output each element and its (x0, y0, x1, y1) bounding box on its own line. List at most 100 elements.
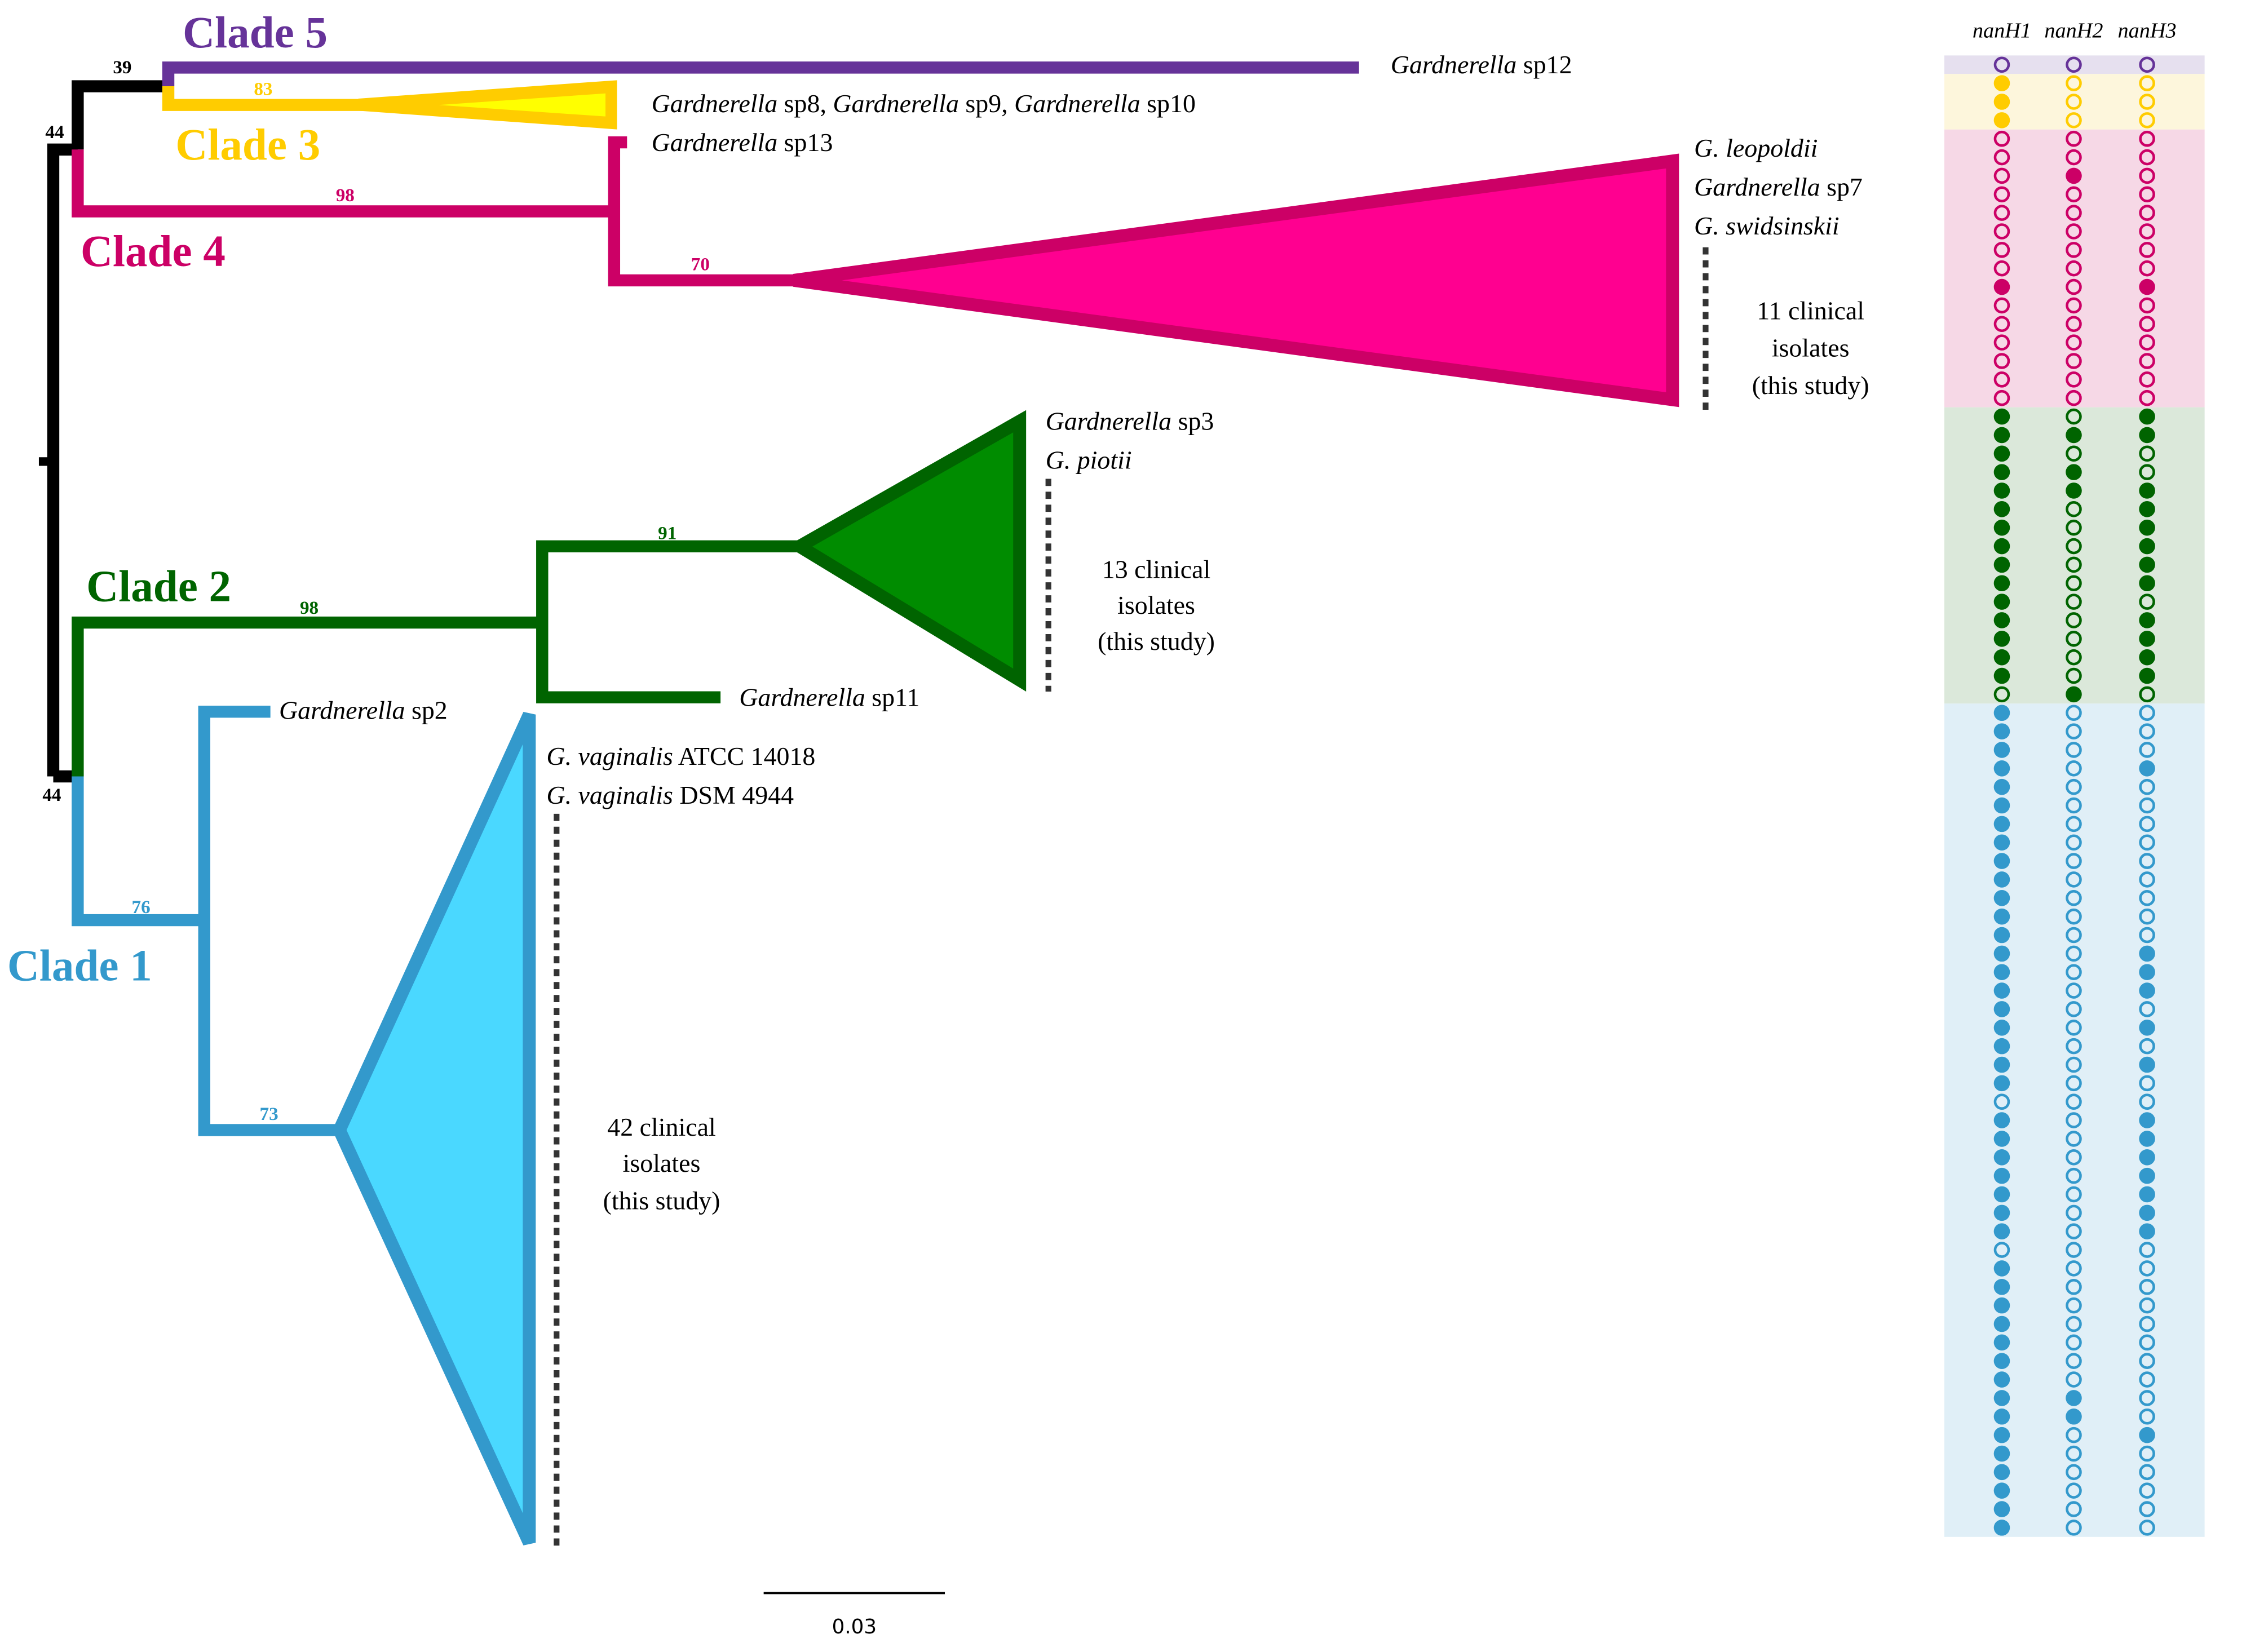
absent-dot-nanh1 (1993, 371, 2010, 388)
taxon-name-suffix: sp12 (1516, 50, 1572, 79)
absent-dot-nanh2 (2066, 316, 2082, 333)
present-dot-nanh1 (1993, 1223, 2010, 1239)
absent-dot-nanh2 (2066, 667, 2082, 684)
clade4-note-line1: 11 clinical (1757, 296, 1864, 325)
absent-dot-nanh2 (2066, 278, 2082, 295)
absent-dot-nanh2 (2066, 1242, 2082, 1258)
absent-dot-nanh3 (2139, 1093, 2155, 1110)
present-dot-nanh1 (1993, 649, 2010, 666)
present-dot-nanh1 (1993, 1075, 2010, 1092)
scale-bar-label: 0.03 (832, 1615, 877, 1638)
present-dot-nanh1 (1993, 927, 2010, 944)
absent-dot-nanh3 (2139, 1408, 2155, 1425)
present-dot-nanh2 (2066, 167, 2082, 184)
absent-dot-nanh3 (2139, 1464, 2155, 1481)
bootstrap-clade1: 76 (131, 897, 150, 918)
clade1-note-line2: isolates (623, 1149, 701, 1177)
absent-dot-nanh3 (2139, 260, 2155, 277)
present-dot-nanh3 (2139, 427, 2155, 444)
absent-dot-nanh2 (2066, 705, 2082, 721)
present-dot-nanh1 (1993, 1112, 2010, 1128)
absent-dot-nanh3 (2139, 1520, 2155, 1536)
absent-dot-nanh3 (2139, 594, 2155, 610)
present-dot-nanh3 (2139, 1223, 2155, 1239)
absent-dot-nanh3 (2139, 927, 2155, 944)
present-dot-nanh1 (1993, 1334, 2010, 1351)
absent-dot-nanh2 (2066, 519, 2082, 536)
absent-dot-nanh2 (2066, 1056, 2082, 1073)
absent-dot-nanh3 (2139, 723, 2155, 739)
present-dot-nanh2 (2066, 427, 2082, 444)
taxon-label-sp12: Gardnerella sp12 (1391, 50, 1572, 79)
absent-dot-nanh2 (2066, 56, 2082, 73)
absent-dot-nanh2 (2066, 149, 2082, 166)
clade3-triangle-fill (439, 93, 606, 117)
taxon-name-italic: Gardnerella (1014, 89, 1140, 118)
present-dot-nanh2 (2066, 482, 2082, 499)
present-dot-nanh1 (1993, 556, 2010, 573)
present-dot-nanh1 (1993, 445, 2010, 462)
taxon-name-italic: Gardnerella (1694, 172, 1820, 201)
present-dot-nanh1 (1993, 1167, 2010, 1184)
present-dot-nanh1 (1993, 1131, 2010, 1147)
clade2-note-line1: 13 clinical (1102, 555, 1210, 583)
taxon-name-suffix: sp13 (777, 128, 833, 157)
present-dot-nanh1 (1993, 594, 2010, 610)
absent-dot-nanh3 (2139, 186, 2155, 203)
absent-dot-nanh2 (2066, 1260, 2082, 1277)
present-dot-nanh2 (2066, 1390, 2082, 1406)
absent-dot-nanh2 (2066, 1001, 2082, 1017)
taxon-name-italic: G. vaginalis (546, 742, 673, 770)
header-nanh3: nanH3 (2118, 19, 2177, 42)
present-dot-nanh3 (2139, 1112, 2155, 1128)
present-dot-nanh3 (2139, 964, 2155, 981)
absent-dot-nanh2 (2066, 1093, 2082, 1110)
absent-dot-nanh3 (2139, 1260, 2155, 1277)
absent-dot-nanh3 (2139, 890, 2155, 906)
absent-dot-nanh2 (2066, 1075, 2082, 1092)
present-dot-nanh1 (1993, 501, 2010, 517)
clade4-collapsed-triangle (793, 153, 1679, 408)
clade4-label: Clade 4 (81, 227, 226, 276)
taxon-name-italic: G. swidsinskii (1694, 211, 1840, 240)
clade3-branches (162, 80, 617, 130)
absent-dot-nanh2 (2066, 334, 2082, 351)
present-dot-nanh1 (1993, 1501, 2010, 1517)
present-dot-nanh1 (1993, 1204, 2010, 1221)
present-dot-nanh1 (1993, 519, 2010, 536)
present-dot-nanh1 (1993, 760, 2010, 777)
bootstrap-clade5-3: 39 (113, 57, 131, 78)
present-dot-nanh1 (1993, 278, 2010, 295)
absent-dot-nanh2 (2066, 742, 2082, 758)
absent-dot-nanh2 (2066, 353, 2082, 369)
taxon-name-italic: Gardnerella (652, 128, 778, 157)
absent-dot-nanh3 (2139, 1242, 2155, 1258)
absent-dot-nanh2 (2066, 834, 2082, 851)
absent-dot-nanh2 (2066, 723, 2082, 739)
clade4-branches (72, 136, 1679, 408)
absent-dot-nanh1 (1993, 205, 2010, 221)
absent-dot-nanh3 (2139, 389, 2155, 406)
taxon-label-sp13: Gardnerella sp13 (652, 128, 833, 157)
taxon-label-leopoldii: G. leopoldii (1694, 134, 1818, 162)
absent-dot-nanh3 (2139, 778, 2155, 795)
present-dot-nanh3 (2139, 667, 2155, 684)
absent-dot-nanh1 (1993, 686, 2010, 703)
clade1-note-line3: (this study) (603, 1186, 720, 1215)
absent-dot-nanh3 (2139, 1075, 2155, 1092)
present-dot-nanh1 (1993, 723, 2010, 739)
taxon-name-suffix: sp8, (777, 89, 833, 118)
absent-dot-nanh1 (1993, 223, 2010, 240)
absent-dot-nanh2 (2066, 538, 2082, 555)
absent-dot-nanh3 (2139, 112, 2155, 129)
present-dot-nanh3 (2139, 1149, 2155, 1166)
absent-dot-nanh3 (2139, 1038, 2155, 1055)
present-dot-nanh3 (2139, 631, 2155, 647)
taxon-name-suffix: sp2 (405, 696, 448, 724)
present-dot-nanh1 (1993, 778, 2010, 795)
taxon-name-suffix: DSM 4944 (673, 781, 794, 809)
absent-dot-nanh2 (2066, 964, 2082, 981)
absent-dot-nanh3 (2139, 242, 2155, 258)
present-dot-nanh3 (2139, 556, 2155, 573)
absent-dot-nanh2 (2066, 631, 2082, 647)
